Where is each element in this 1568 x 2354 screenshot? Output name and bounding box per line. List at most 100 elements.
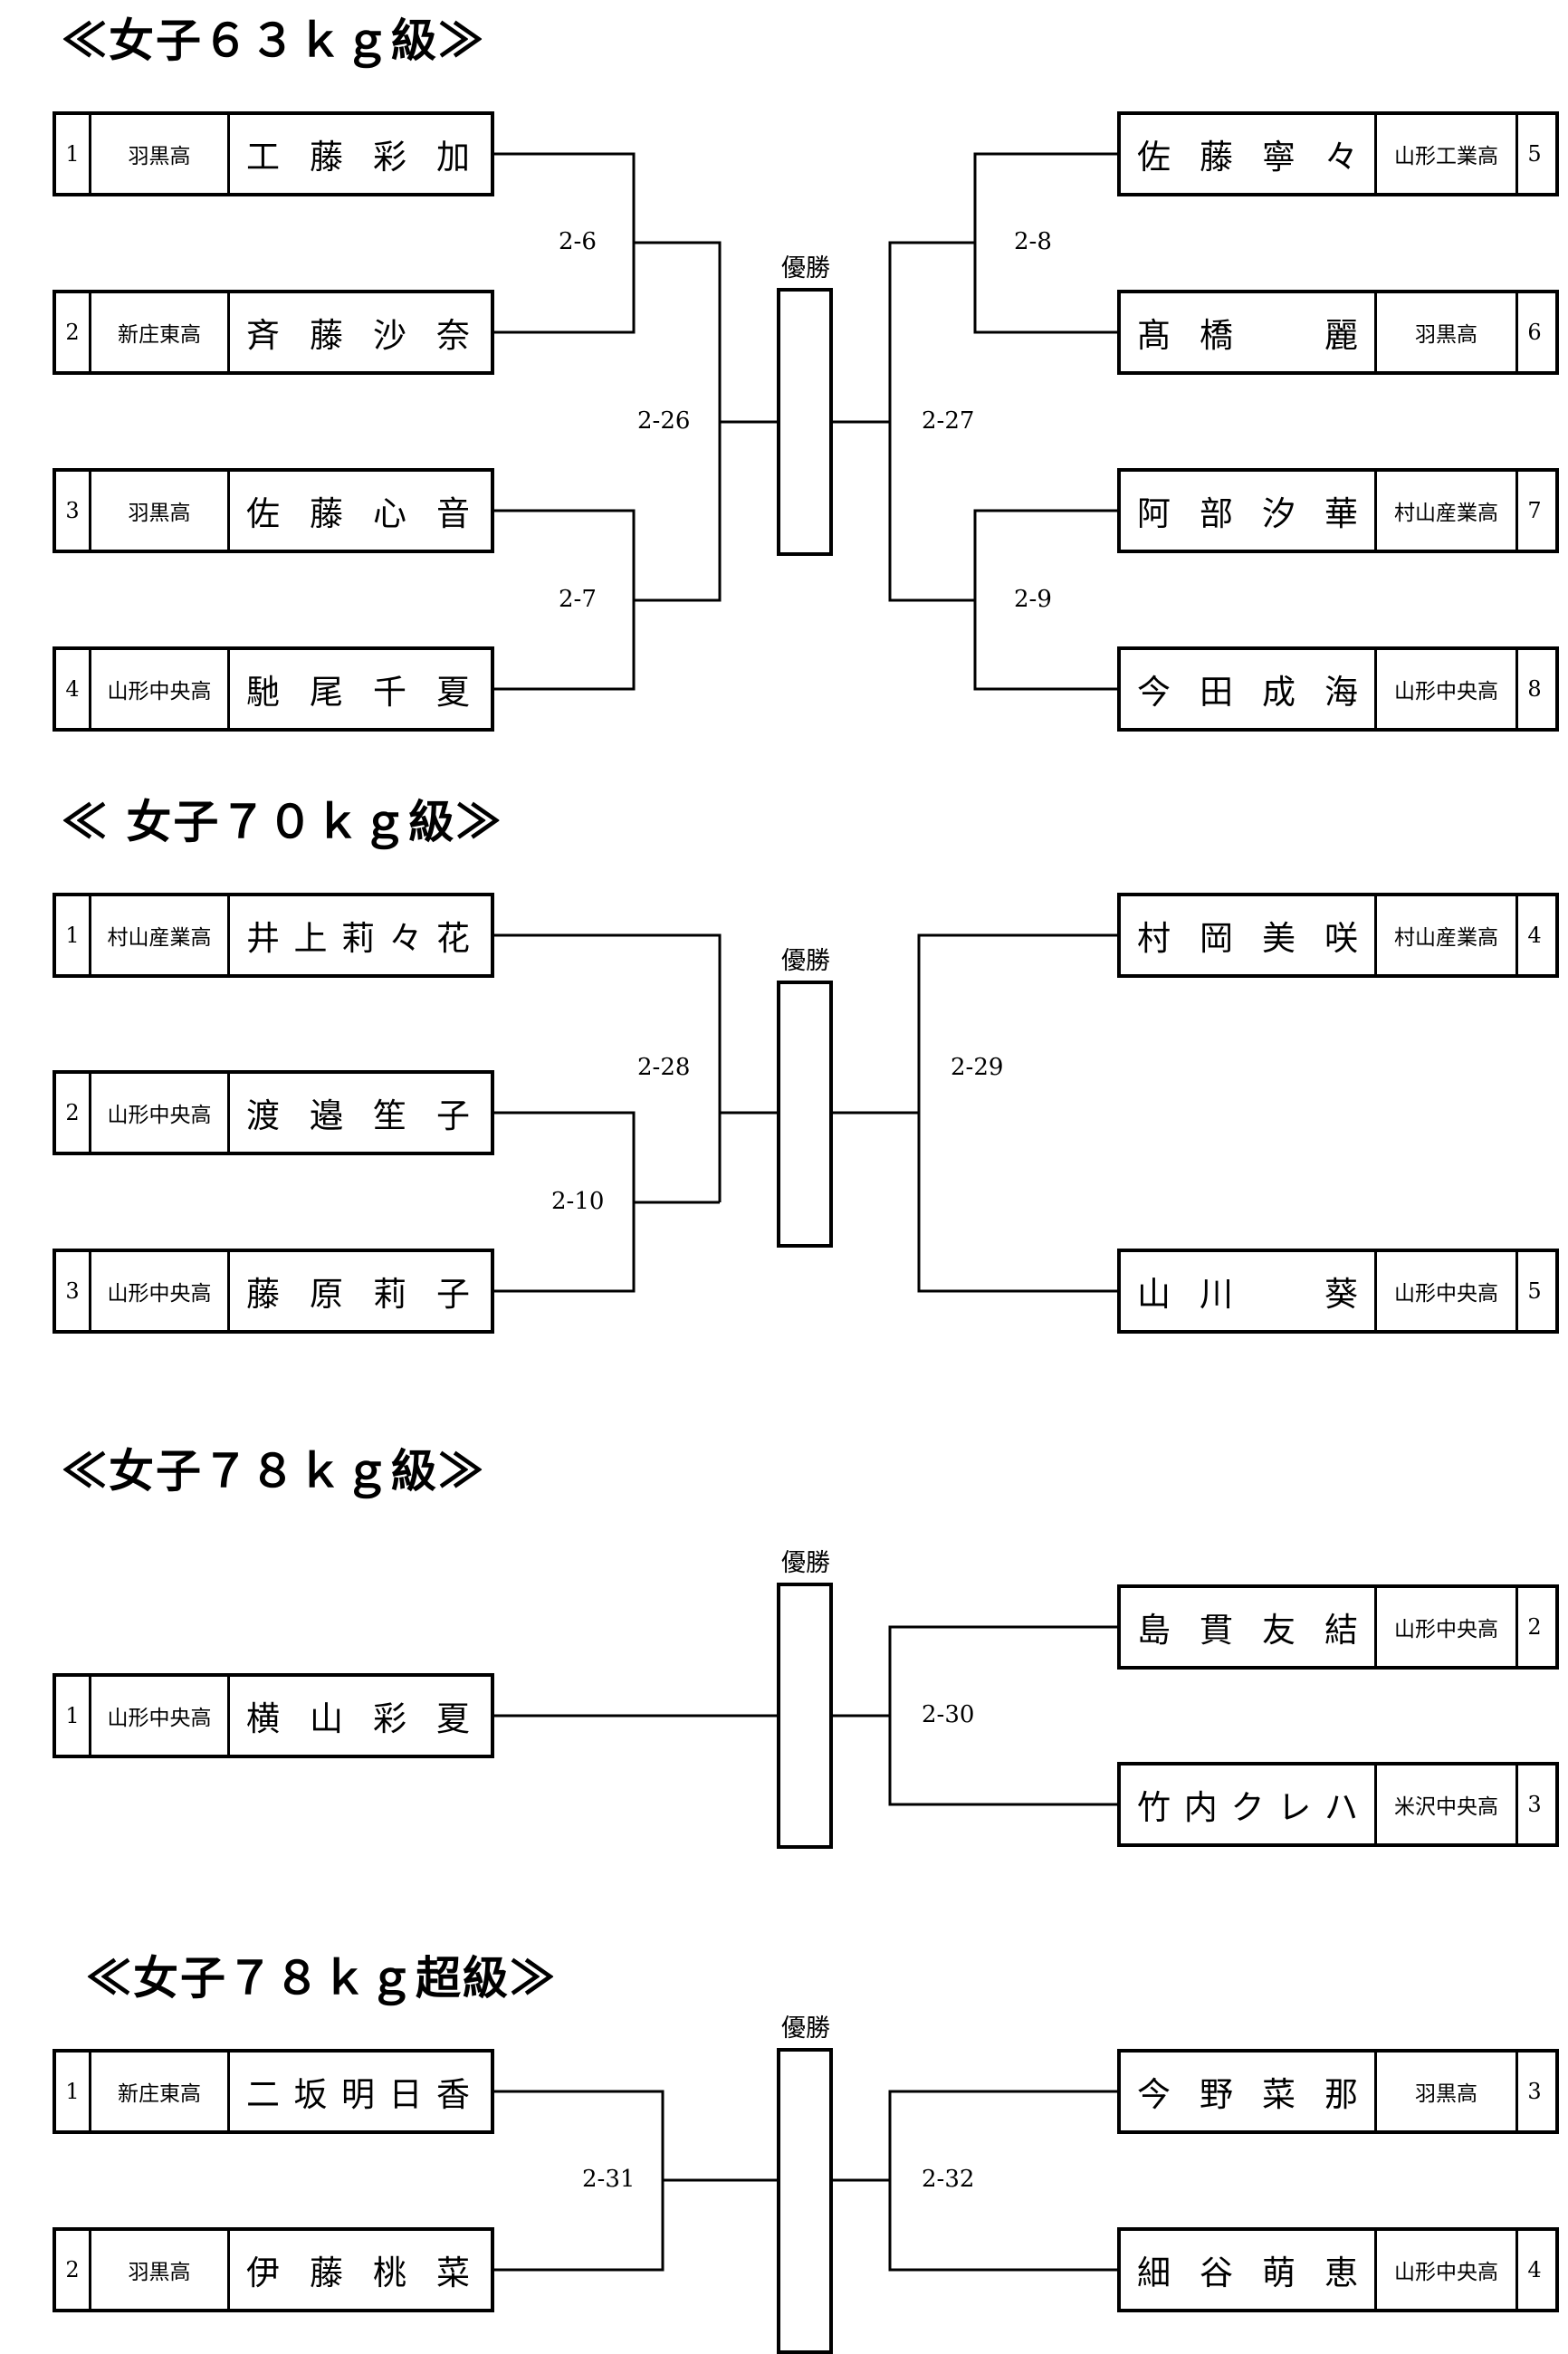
seed-number: 4 xyxy=(1527,923,1542,948)
match-number: 2-27 xyxy=(922,407,975,435)
competitor-entry[interactable]: 1 村山産業高井上莉々花 xyxy=(53,893,494,978)
seed-number: 5 xyxy=(1527,1278,1542,1304)
competitor-entry[interactable]: 佐藤寧々山形工業高 5 xyxy=(1117,111,1559,196)
competitor-name: 二坂明日香 xyxy=(246,2075,470,2114)
match-number: 2-28 xyxy=(637,1054,691,1081)
match-number: 2-9 xyxy=(1014,586,1052,613)
seed-number: 1 xyxy=(65,141,80,167)
school-name: 羽黒高 xyxy=(89,472,230,550)
match-number: 2-29 xyxy=(951,1054,1004,1081)
seed-number: 2 xyxy=(65,2257,80,2282)
weight-class-title: ≪女子６３ｋｇ級≫ xyxy=(62,14,485,67)
champion-box xyxy=(777,2048,833,2354)
competitor-entry[interactable]: 阿部汐華村山産業高 7 xyxy=(1117,468,1559,553)
competitor-name: 伊藤桃菜 xyxy=(246,2254,470,2292)
match-number: 2-6 xyxy=(559,228,597,255)
competitor-name: 井上莉々花 xyxy=(246,919,470,958)
seed-number: 8 xyxy=(1527,676,1542,702)
seed-number: 1 xyxy=(65,2079,80,2104)
champion-label: 優勝 xyxy=(781,254,830,282)
school-name: 村山産業高 xyxy=(1377,896,1518,974)
match-number: 2-31 xyxy=(582,2166,636,2193)
champion-label: 優勝 xyxy=(781,1549,830,1577)
seed-number: 4 xyxy=(1527,2257,1542,2282)
school-name: 羽黒高 xyxy=(1377,293,1518,371)
school-name: 羽黒高 xyxy=(89,115,230,193)
school-name: 山形工業高 xyxy=(1377,115,1518,193)
bracket-line xyxy=(494,1111,720,1204)
school-name: 新庄東高 xyxy=(89,293,230,371)
champion-label: 優勝 xyxy=(781,2014,830,2043)
competitor-name: 藤原莉子 xyxy=(246,1275,470,1314)
bracket-line xyxy=(917,933,1117,1293)
seed-number: 3 xyxy=(1527,1792,1542,1817)
match-number: 2-26 xyxy=(637,407,691,435)
seed-number: 3 xyxy=(65,498,80,523)
weight-class-title: ≪女子７８ｋｇ級≫ xyxy=(62,1444,485,1498)
competitor-name: 佐藤寧々 xyxy=(1121,115,1377,193)
school-name: 山形中央高 xyxy=(1377,650,1518,728)
seed-number: 7 xyxy=(1527,498,1542,523)
weight-class-title: ≪ 女子７０ｋｇ級≫ xyxy=(62,795,503,848)
competitor-name: 細谷萌恵 xyxy=(1121,2231,1377,2309)
bracket-line xyxy=(494,1202,636,1293)
seed-number: 2 xyxy=(1527,1614,1542,1640)
competitor-name: 阿部汐華 xyxy=(1121,472,1377,550)
weight-class-title: ≪女子７８ｋｇ超級≫ xyxy=(86,1951,557,2005)
school-name: 米沢中央高 xyxy=(1377,1766,1518,1843)
seed-number: 5 xyxy=(1527,141,1542,167)
bracket-line xyxy=(494,2090,664,2272)
match-number: 2-7 xyxy=(559,586,597,613)
competitor-name: 工藤彩加 xyxy=(246,138,470,177)
competitor-entry[interactable]: 2 新庄東高斉藤沙奈 xyxy=(53,290,494,375)
school-name: 山形中央高 xyxy=(1377,2231,1518,2309)
competitor-name: 竹内クレハ xyxy=(1121,1766,1377,1843)
match-number: 2-32 xyxy=(922,2166,975,2193)
competitor-entry[interactable]: 1 羽黒高工藤彩加 xyxy=(53,111,494,196)
seed-number: 3 xyxy=(65,1278,80,1304)
school-name: 山形中央高 xyxy=(89,1677,230,1755)
school-name: 村山産業高 xyxy=(89,896,230,974)
school-name: 山形中央高 xyxy=(89,650,230,728)
school-name: 山形中央高 xyxy=(1377,1588,1518,1666)
competitor-name: 髙橋 麗 xyxy=(1121,293,1377,371)
seed-number: 2 xyxy=(65,320,80,345)
school-name: 羽黒高 xyxy=(1377,2053,1518,2130)
school-name: 山形中央高 xyxy=(89,1074,230,1152)
champion-box xyxy=(777,1583,833,1849)
competitor-entry[interactable]: 3 山形中央高藤原莉子 xyxy=(53,1249,494,1334)
match-number: 2-30 xyxy=(922,1701,975,1728)
competitor-name: 村岡美咲 xyxy=(1121,896,1377,974)
match-number: 2-10 xyxy=(551,1188,605,1215)
competitor-name: 斉藤沙奈 xyxy=(246,316,470,355)
competitor-entry[interactable]: 村岡美咲村山産業高 4 xyxy=(1117,893,1559,978)
competitor-entry[interactable]: 今田成海山形中央高 8 xyxy=(1117,646,1559,732)
champion-box xyxy=(777,288,833,556)
champion-box xyxy=(777,981,833,1248)
seed-number: 1 xyxy=(65,923,80,948)
seed-number: 3 xyxy=(1527,2079,1542,2104)
school-name: 山形中央高 xyxy=(1377,1252,1518,1330)
competitor-name: 渡邉笙子 xyxy=(246,1096,470,1135)
school-name: 山形中央高 xyxy=(89,1252,230,1330)
competitor-name: 今田成海 xyxy=(1121,650,1377,728)
competitor-entry[interactable]: 竹内クレハ米沢中央高 3 xyxy=(1117,1762,1559,1847)
school-name: 村山産業高 xyxy=(1377,472,1518,550)
competitor-entry[interactable]: 細谷萌恵山形中央高 4 xyxy=(1117,2227,1559,2312)
seed-number: 1 xyxy=(65,1703,80,1728)
champion-label: 優勝 xyxy=(781,947,830,975)
seed-number: 4 xyxy=(65,676,80,702)
competitor-entry[interactable]: 2 羽黒高伊藤桃菜 xyxy=(53,2227,494,2312)
school-name: 羽黒高 xyxy=(89,2231,230,2309)
